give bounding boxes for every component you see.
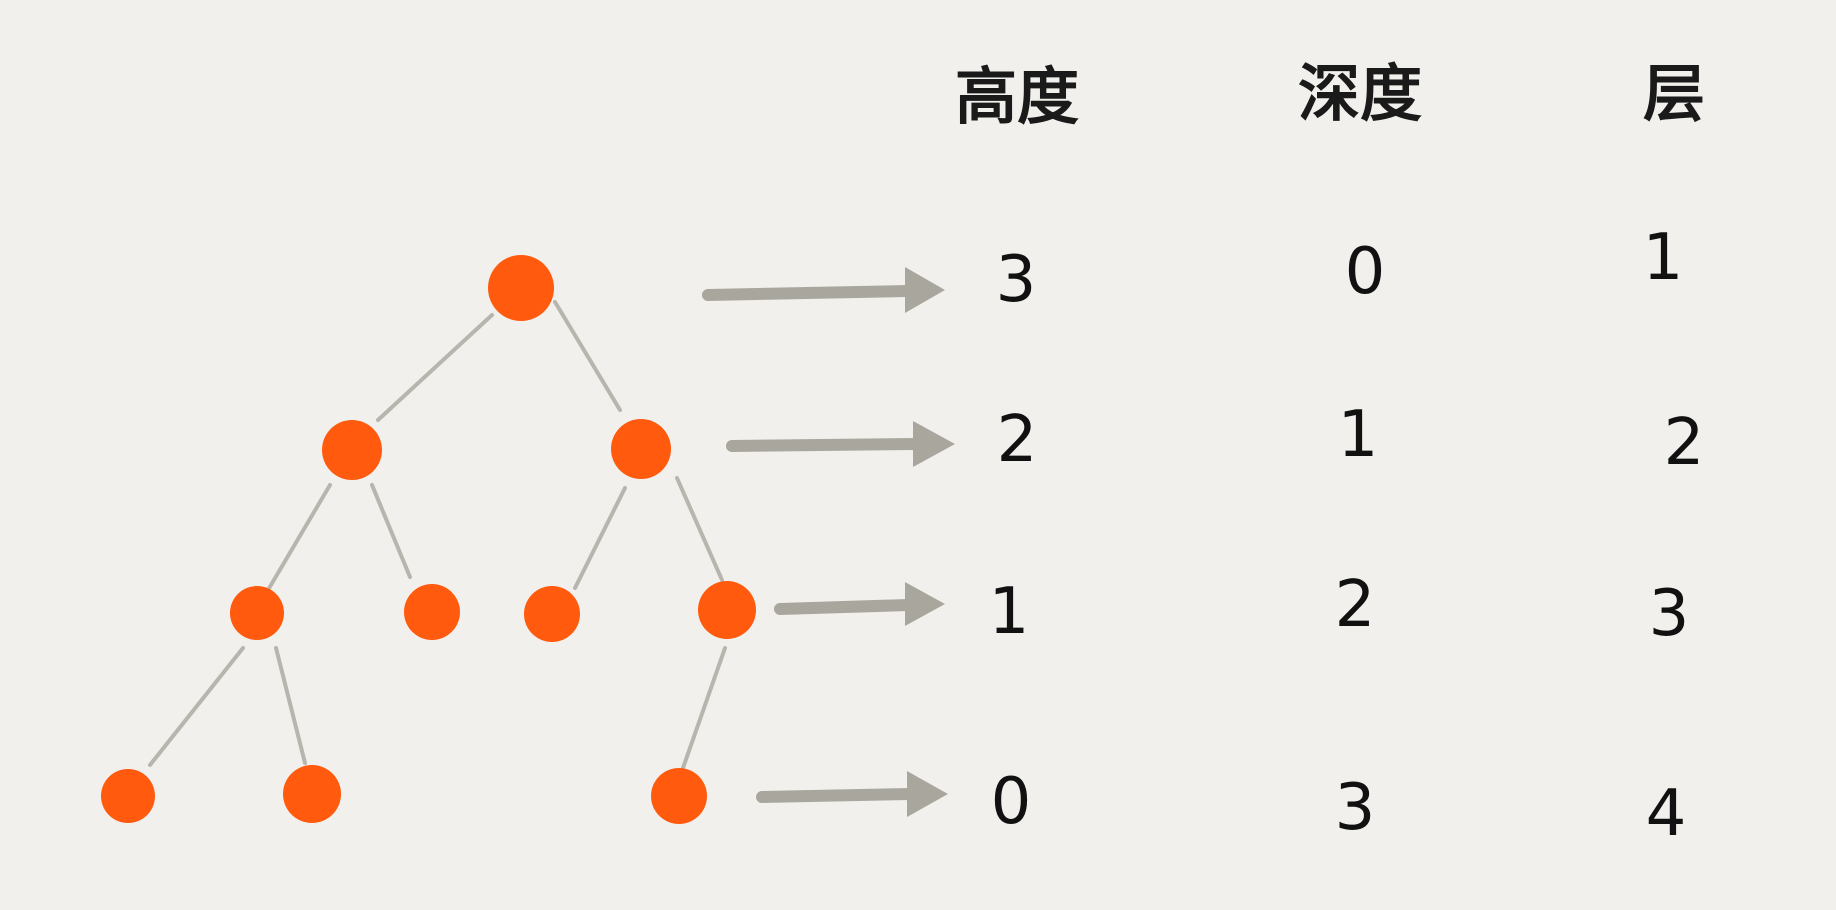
depth-value-row-1: 0	[1345, 235, 1386, 309]
level-value-row-1: 1	[1643, 221, 1684, 295]
column-header-height: 高度	[955, 60, 1079, 133]
column-header-depth: 深度	[1298, 57, 1422, 130]
depth-value-row-3: 2	[1335, 568, 1376, 642]
edge-root-left	[376, 313, 494, 422]
tree-node-level3-3	[524, 586, 580, 642]
column-header-level: 层	[1643, 57, 1705, 130]
tree-node-level3-4	[698, 581, 756, 639]
tree-nodes	[101, 255, 756, 824]
edge-root-right	[553, 300, 622, 412]
edge-leftleft-leaf2	[274, 646, 307, 765]
edge-leftleft-leaf1	[148, 646, 245, 767]
level-value-row-2: 2	[1664, 406, 1705, 480]
arrow-head	[907, 771, 948, 817]
arrow-line	[726, 438, 922, 452]
depth-value-row-4: 3	[1335, 771, 1376, 845]
arrow-row-4	[756, 771, 948, 817]
edge-left-leftleft	[266, 483, 332, 592]
edge-rightright-leaf3	[681, 646, 727, 770]
arrow-line	[756, 788, 916, 803]
arrow-line	[702, 285, 914, 301]
depth-value-row-2: 1	[1338, 398, 1379, 472]
edge-left-leftright	[370, 483, 412, 579]
arrow-row-2	[726, 421, 955, 467]
height-value-row-1: 3	[996, 243, 1037, 317]
tree-node-level3-1	[230, 586, 284, 640]
arrow-head	[905, 582, 945, 626]
height-value-row-4: 0	[991, 765, 1032, 839]
edge-right-rightleft	[573, 486, 627, 590]
tree-node-leaf-1	[101, 769, 155, 823]
tree-node-level2-right	[611, 419, 671, 479]
level-value-row-4: 4	[1646, 777, 1687, 851]
arrow-row-3	[774, 582, 945, 626]
tree-node-level2-left	[322, 420, 382, 480]
tree-node-root	[488, 255, 554, 321]
arrows	[702, 267, 955, 817]
arrow-row-1	[702, 267, 945, 313]
arrow-head	[913, 421, 955, 467]
tree-node-leaf-3	[651, 768, 707, 824]
tree-node-leaf-2	[283, 765, 341, 823]
level-value-row-3: 3	[1649, 577, 1690, 651]
tree-node-level3-2	[404, 584, 460, 640]
tree-edges	[148, 300, 727, 770]
arrow-line	[774, 599, 914, 615]
edge-right-rightright	[675, 476, 724, 582]
height-value-row-3: 1	[989, 575, 1030, 649]
value-table: 3 0 1 2 1 2 1 2 3 0 3 4	[989, 221, 1705, 851]
arrow-head	[905, 267, 945, 313]
height-value-row-2: 2	[997, 403, 1038, 477]
